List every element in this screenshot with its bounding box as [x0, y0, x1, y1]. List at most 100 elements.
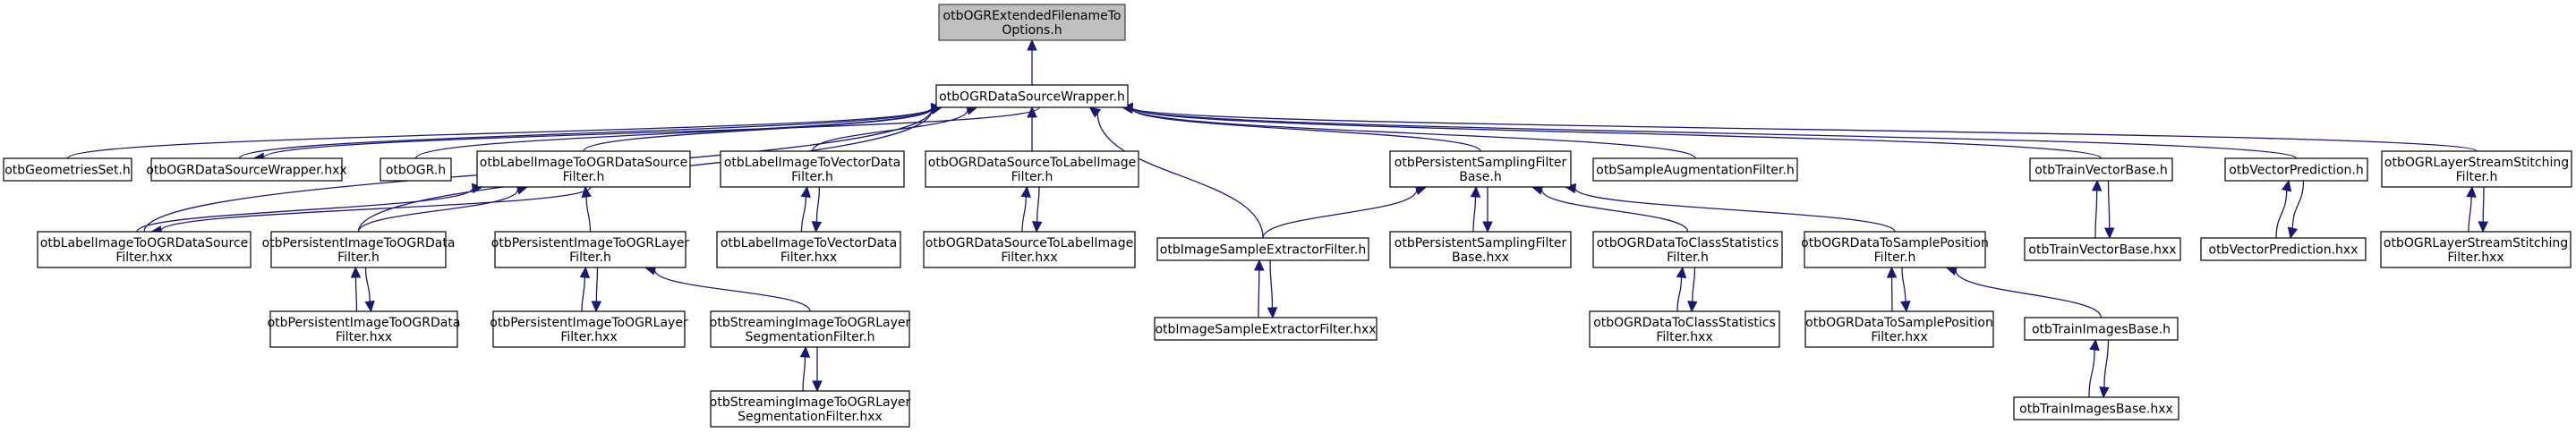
- dependency-edge: [1945, 266, 2103, 318]
- edge-line: [160, 186, 592, 232]
- node-box: [2029, 157, 2173, 182]
- node-label: Filter.hxx: [1656, 330, 1712, 344]
- node-label: otbLabelImageToOGRDataSource: [40, 236, 248, 250]
- dependency-edge: [644, 265, 811, 312]
- node-box: [1389, 150, 1572, 188]
- node-label: Base.h: [1459, 170, 1501, 184]
- dependency-edge: [579, 266, 591, 312]
- edge-line: [815, 186, 821, 223]
- node-label: Filter.h: [563, 170, 605, 184]
- edge-line: [1131, 107, 1696, 159]
- edge-line: [1021, 196, 1027, 233]
- edge-line: [595, 267, 599, 302]
- arrowhead-icon: [799, 345, 811, 358]
- node-box: [269, 310, 458, 348]
- node-box: [2200, 237, 2367, 261]
- edge-line: [1901, 267, 1906, 302]
- file-node[interactable]: otbOGRDataSourceWrapper.h: [935, 84, 1129, 108]
- edge-line: [2107, 180, 2111, 229]
- file-node[interactable]: otbTrainVectorBase.hxx: [2024, 237, 2181, 261]
- dependency-edge: [1121, 102, 2478, 152]
- file-node[interactable]: otbStreamingImageToOGRLayerSegmentationF…: [710, 310, 911, 348]
- arrowhead-icon: [800, 185, 812, 199]
- edge-line: [2094, 190, 2098, 239]
- file-node[interactable]: otbTrainImagesBase.h: [2024, 317, 2179, 341]
- arrowhead-icon: [811, 221, 823, 233]
- node-label: otbPersistentImageToOGRData: [268, 316, 461, 330]
- file-node[interactable]: otbGeometriesSet.h: [3, 157, 132, 182]
- file-node[interactable]: otbOGR.h: [380, 157, 452, 182]
- nodes-layer: otbOGRExtendedFilenameToOptions.hotbOGRD…: [3, 4, 2572, 428]
- node-label: Filter.h: [2456, 170, 2498, 184]
- dependency-edge: [2478, 186, 2489, 233]
- file-node[interactable]: otbImageSampleExtractorFilter.hxx: [1154, 317, 1378, 341]
- file-node[interactable]: otbTrainImagesBase.hxx: [2013, 396, 2179, 420]
- arrowhead-icon: [1027, 106, 1037, 118]
- node-label: otbTrainVectorBase.h: [2034, 164, 2168, 178]
- node-box: [2024, 237, 2181, 261]
- node-label: otbOGRLayerStreamStitching: [2384, 236, 2568, 250]
- node-label: Filter.h: [337, 250, 380, 265]
- edge-line: [585, 196, 592, 233]
- node-label: otbPersistentImageToOGRLayer: [490, 316, 688, 330]
- dependency-edge: [350, 266, 362, 312]
- node-label: otbOGRDataSourceWrapper.h: [939, 90, 1125, 105]
- node-label: otbOGRDataToSamplePosition: [1805, 316, 1993, 330]
- file-node[interactable]: otbTrainVectorBase.h: [2029, 157, 2173, 182]
- node-label: otbSampleAugmentationFilter.h: [1596, 164, 1795, 178]
- edge-line: [1096, 113, 1264, 239]
- file-node[interactable]: otbSampleAugmentationFilter.h: [1592, 157, 1798, 182]
- node-label: otbTrainVectorBase.hxx: [2028, 243, 2176, 258]
- node-label: Filter.hxx: [336, 330, 392, 344]
- dependency-edge: [2088, 338, 2100, 398]
- edge-line: [1258, 269, 1260, 318]
- edge-line: [1036, 186, 1040, 223]
- edge-line: [2275, 190, 2288, 239]
- node-label: otbPersistentImageToOGRLayer: [491, 236, 690, 250]
- node-label: Filter.hxx: [115, 250, 172, 265]
- node-label: otbPersistentSamplingFilter: [1395, 236, 1567, 250]
- arrowhead-icon: [1031, 221, 1043, 233]
- file-node[interactable]: otbVectorPrediction.h: [2224, 157, 2368, 182]
- node-label: otbPersistentImageToOGRData: [262, 236, 456, 250]
- node-box: [492, 310, 686, 348]
- node-label: Filter.h: [1667, 250, 1709, 265]
- dependency-edge: [591, 267, 602, 313]
- node-box: [938, 4, 1126, 41]
- file-node[interactable]: otbStreamingImageToOGRLayerSegmentationF…: [710, 390, 911, 428]
- node-box: [1592, 231, 1783, 268]
- file-node[interactable]: otbVectorPrediction.hxx: [2200, 237, 2367, 261]
- node-label: otbOGRExtendedFilenameTo: [943, 9, 1122, 23]
- arrowhead-icon: [2099, 386, 2110, 399]
- node-label: SegmentationFilter.hxx: [738, 410, 883, 424]
- edge-line: [1131, 107, 2103, 159]
- dependency-edge: [1676, 266, 1687, 312]
- dependency-edge: [583, 103, 943, 152]
- file-node[interactable]: otbImageSampleExtractorFilter.h: [1156, 237, 1369, 261]
- dependency-edge: [800, 185, 812, 233]
- node-box: [2024, 317, 2179, 341]
- dependency-edge: [799, 345, 811, 392]
- node-label: otbPersistentSamplingFilter: [1395, 156, 1567, 170]
- node-label: otbTrainImagesBase.h: [2032, 323, 2171, 337]
- file-node[interactable]: otbOGRDataSourceWrapper.hxx: [146, 157, 347, 182]
- dependency-edge: [812, 347, 823, 393]
